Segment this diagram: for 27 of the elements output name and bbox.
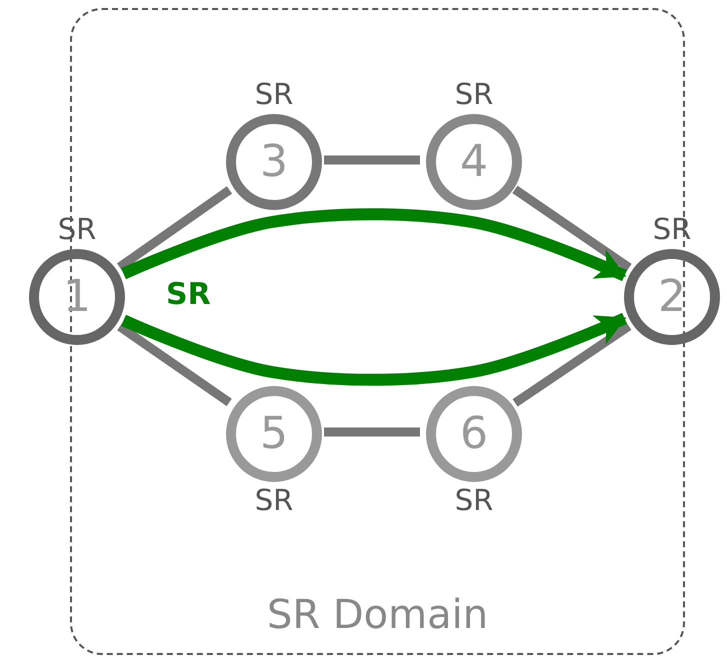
router-circle — [226, 386, 322, 482]
link-line — [512, 186, 632, 272]
router-circle — [426, 114, 522, 210]
path-arrow — [121, 312, 628, 386]
node-tag: SR — [254, 80, 294, 109]
node-number: 3 — [260, 140, 288, 184]
node-tag: SR — [454, 486, 494, 515]
link-line — [324, 156, 420, 164]
router-circle — [226, 114, 322, 210]
link-line — [512, 322, 632, 407]
link-line — [324, 428, 420, 436]
path-label: SR — [166, 280, 211, 310]
node-tag: SR — [652, 215, 692, 244]
node-tag: SR — [254, 486, 294, 515]
router-circle — [426, 386, 522, 482]
node-number: 2 — [658, 275, 686, 319]
link-line — [117, 322, 232, 406]
router-circle — [29, 249, 125, 345]
router-circle — [624, 249, 720, 345]
node-tag: SR — [454, 80, 494, 109]
domain-title: SR Domain — [266, 593, 490, 637]
node-number: 4 — [460, 140, 488, 184]
node-number: 6 — [460, 412, 488, 456]
node-number: 5 — [260, 412, 288, 456]
path-arrow — [121, 208, 628, 282]
link-line — [116, 186, 232, 271]
node-number: 1 — [63, 275, 91, 319]
